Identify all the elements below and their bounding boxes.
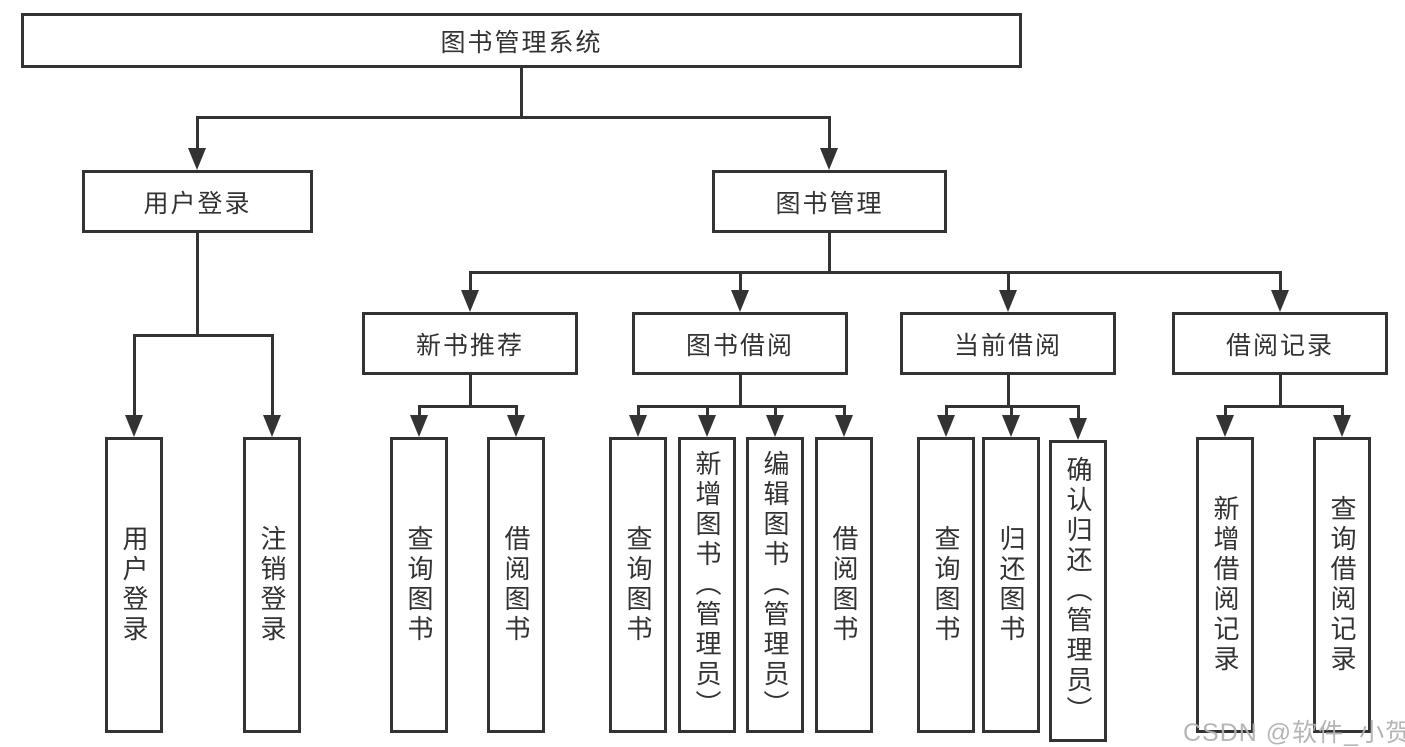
arrowhead-icon xyxy=(999,290,1017,312)
csdn-watermark: CSDN @软件_小贺同学 xyxy=(1183,719,1405,747)
arrowhead-icon xyxy=(263,415,281,437)
arrowhead-icon xyxy=(410,415,428,437)
node-user-login-label: 用户登录 xyxy=(143,189,252,218)
arrowhead-icon xyxy=(937,415,955,437)
connector-line xyxy=(133,334,136,417)
leaf-label: 查询图书 xyxy=(623,525,653,645)
connector-line xyxy=(1279,375,1282,406)
leaf-label: 查询图书 xyxy=(931,525,961,645)
node-new-book-recommend-label: 新书推荐 xyxy=(415,331,524,360)
connector-line xyxy=(418,405,518,408)
leaf-add-borrow-record: 新增借阅记录 xyxy=(1196,437,1254,733)
arrowhead-icon xyxy=(698,415,716,437)
leaf-label: 查询借阅记录 xyxy=(1327,495,1357,675)
connector-line xyxy=(196,116,199,150)
leaf-label: 注销登录 xyxy=(257,525,287,645)
connector-line xyxy=(1010,405,1013,417)
leaf-label: 确认归还（管理员） xyxy=(1063,456,1093,726)
node-new-book-recommend: 新书推荐 xyxy=(362,312,578,375)
node-root-library-system: 图书管理系统 xyxy=(21,13,1022,68)
leaf-borrow-book: 借阅图书 xyxy=(815,437,873,733)
arrowhead-icon xyxy=(731,290,749,312)
arrowhead-icon xyxy=(629,415,647,437)
leaf-label: 查询图书 xyxy=(404,525,434,645)
connector-line xyxy=(271,334,274,417)
leaf-label: 编辑图书（管理员） xyxy=(760,450,790,720)
leaf-logout: 注销登录 xyxy=(243,437,301,733)
leaf-label: 归还图书 xyxy=(996,525,1026,645)
node-book-management-label: 图书管理 xyxy=(775,189,884,218)
arrowhead-icon xyxy=(835,415,853,437)
connector-line xyxy=(196,233,199,335)
node-borrow-record-label: 借阅记录 xyxy=(1225,331,1334,360)
connector-line xyxy=(706,405,709,417)
connector-line xyxy=(843,405,846,417)
leaf-label: 用户登录 xyxy=(119,525,149,645)
connector-line xyxy=(1007,375,1010,406)
connector-line xyxy=(945,405,948,417)
leaf-confirm-return-admin: 确认归还（管理员） xyxy=(1049,440,1107,742)
arrowhead-icon xyxy=(507,415,525,437)
connector-line xyxy=(637,405,846,408)
leaf-user-login: 用户登录 xyxy=(105,437,163,733)
node-current-borrow: 当前借阅 xyxy=(900,312,1116,375)
connector-line xyxy=(1224,405,1344,408)
node-root-label: 图书管理系统 xyxy=(440,28,603,57)
node-book-borrow: 图书借阅 xyxy=(632,312,848,375)
connector-line xyxy=(828,233,831,273)
connector-line xyxy=(1341,405,1344,417)
connector-line xyxy=(469,271,472,292)
leaf-query-book-recommend: 查询图书 xyxy=(390,437,448,733)
leaf-label: 新增借阅记录 xyxy=(1210,495,1240,675)
connector-line xyxy=(828,116,831,150)
connector-line xyxy=(196,116,831,119)
leaf-label: 借阅图书 xyxy=(829,525,859,645)
node-book-management: 图书管理 xyxy=(712,170,947,233)
connector-line xyxy=(739,375,742,406)
arrowhead-icon xyxy=(1002,415,1020,437)
connector-line xyxy=(418,405,421,417)
connector-line xyxy=(637,405,640,417)
leaf-query-book-borrow: 查询图书 xyxy=(609,437,667,733)
connector-line xyxy=(469,271,1282,274)
node-user-login: 用户登录 xyxy=(82,170,313,233)
connector-line xyxy=(469,375,472,406)
leaf-label: 新增图书（管理员） xyxy=(692,450,722,720)
connector-line xyxy=(1279,271,1282,292)
leaf-query-borrow-record: 查询借阅记录 xyxy=(1313,437,1371,733)
arrowhead-icon xyxy=(1069,418,1087,440)
leaf-borrow-book-recommend: 借阅图书 xyxy=(487,437,545,733)
connector-line xyxy=(133,334,274,337)
node-current-borrow-label: 当前借阅 xyxy=(953,331,1062,360)
connector-line xyxy=(739,271,742,292)
arrowhead-icon xyxy=(188,148,206,170)
leaf-label: 借阅图书 xyxy=(501,525,531,645)
node-book-borrow-label: 图书借阅 xyxy=(685,331,794,360)
connector-line xyxy=(1007,271,1010,292)
leaf-edit-book-admin: 编辑图书（管理员） xyxy=(746,437,804,733)
connector-line xyxy=(1224,405,1227,417)
leaf-add-book-admin: 新增图书（管理员） xyxy=(678,437,736,733)
arrowhead-icon xyxy=(125,415,143,437)
arrowhead-icon xyxy=(1333,415,1351,437)
connector-line xyxy=(520,68,523,117)
node-borrow-record: 借阅记录 xyxy=(1172,312,1388,375)
arrowhead-icon xyxy=(1271,290,1289,312)
connector-line xyxy=(1077,405,1080,420)
arrowhead-icon xyxy=(766,415,784,437)
arrowhead-icon xyxy=(820,148,838,170)
leaf-return-book: 归还图书 xyxy=(982,437,1040,733)
arrowhead-icon xyxy=(461,290,479,312)
arrowhead-icon xyxy=(1216,415,1234,437)
leaf-query-book-current: 查询图书 xyxy=(917,437,975,733)
connector-line xyxy=(515,405,518,417)
connector-line xyxy=(774,405,777,417)
